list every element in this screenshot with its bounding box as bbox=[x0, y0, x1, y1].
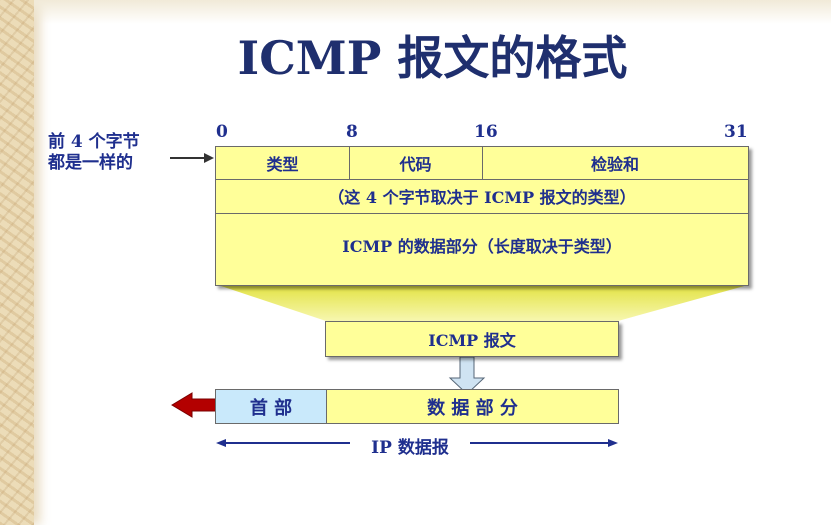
icmp-packet-box: ICMP 报文 bbox=[325, 321, 619, 357]
bit-tick-16: 16 bbox=[474, 122, 498, 142]
field-checksum: 检验和 bbox=[590, 155, 639, 174]
ip-datagram-label: IP 数据报 bbox=[371, 438, 449, 458]
bit-tick-31: 31 bbox=[724, 122, 748, 142]
icmp-format-block: 类型 代码 检验和 （这 4 个字节取决于 ICMP 报文的类型） ICMP 的… bbox=[215, 146, 749, 286]
funnel-shape bbox=[218, 285, 748, 321]
side-note-line-2: 都是一样的 bbox=[48, 153, 133, 173]
ip-header: 首 部 bbox=[249, 397, 293, 419]
down-arrow-icon bbox=[448, 356, 486, 395]
ip-header-fill bbox=[216, 390, 326, 423]
field-code: 代码 bbox=[399, 155, 432, 174]
side-note-arrow-icon bbox=[170, 153, 214, 163]
bit-tick-8: 8 bbox=[346, 122, 358, 142]
red-left-arrow-icon bbox=[171, 392, 218, 418]
ip-datagram-box: 首 部 数 据 部 分 bbox=[215, 389, 619, 424]
side-note-line-1: 前 4 个字节 bbox=[48, 132, 140, 152]
side-note: 前 4 个字节 都是一样的 bbox=[48, 132, 140, 174]
icmp-data-section: ICMP 的数据部分（长度取决于类型） bbox=[342, 237, 622, 256]
icmp-packet-label: ICMP 报文 bbox=[428, 331, 516, 350]
bit-tick-0: 0 bbox=[216, 122, 228, 142]
parchment-border bbox=[0, 0, 34, 525]
row-divider-2 bbox=[216, 213, 748, 214]
field-divider-2 bbox=[482, 147, 483, 179]
ip-data: 数 据 部 分 bbox=[427, 397, 518, 419]
row-divider-1 bbox=[216, 179, 748, 180]
top-glow bbox=[34, 0, 831, 24]
ip-divider bbox=[326, 390, 327, 423]
ip-datagram-span-arrow bbox=[216, 439, 618, 447]
field-divider-1 bbox=[349, 147, 350, 179]
slide-title: ICMP 报文的格式 bbox=[237, 31, 628, 85]
rest-of-header: （这 4 个字节取决于 ICMP 报文的类型） bbox=[328, 188, 636, 207]
field-type: 类型 bbox=[266, 155, 299, 174]
